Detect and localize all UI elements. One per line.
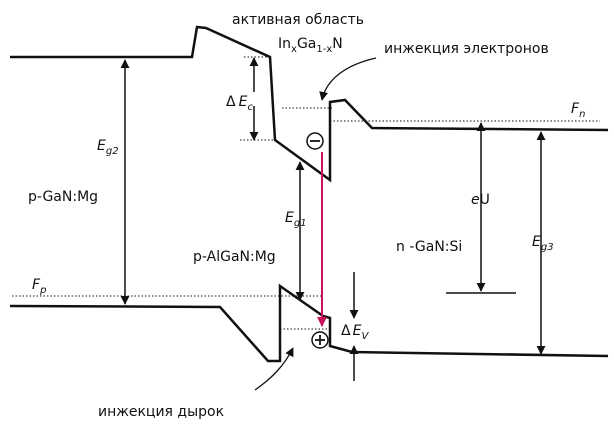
electron-symbol: [306, 132, 324, 150]
valence-band: [9, 283, 609, 363]
n-gan-label: n -GaN:Si: [396, 239, 462, 255]
active-region-label: активная область: [232, 12, 364, 28]
p-algan-label: p-AlGaN:Mg: [193, 249, 276, 265]
fn-label: Fn: [571, 101, 585, 120]
eg3-label: Eg3: [532, 234, 554, 253]
hole-injection-label: инжекция дырок: [98, 404, 224, 420]
electron-injection-label: инжекция электронов: [384, 41, 549, 57]
eu-label: eU: [471, 192, 490, 208]
eg2-label: Eg2: [97, 138, 119, 157]
p-gan-label: p-GaN:Mg: [28, 189, 98, 205]
eg1-label: Eg1: [285, 210, 307, 229]
material-label: InxGa1-xN: [278, 36, 343, 55]
electron-injection-arrow: [319, 57, 377, 101]
dotted-lines: [12, 56, 600, 330]
hole-symbol: [311, 331, 329, 349]
fp-label: Fp: [32, 277, 46, 296]
hole-injection-arrow: [254, 347, 294, 391]
conduction-band: [10, 25, 609, 183]
